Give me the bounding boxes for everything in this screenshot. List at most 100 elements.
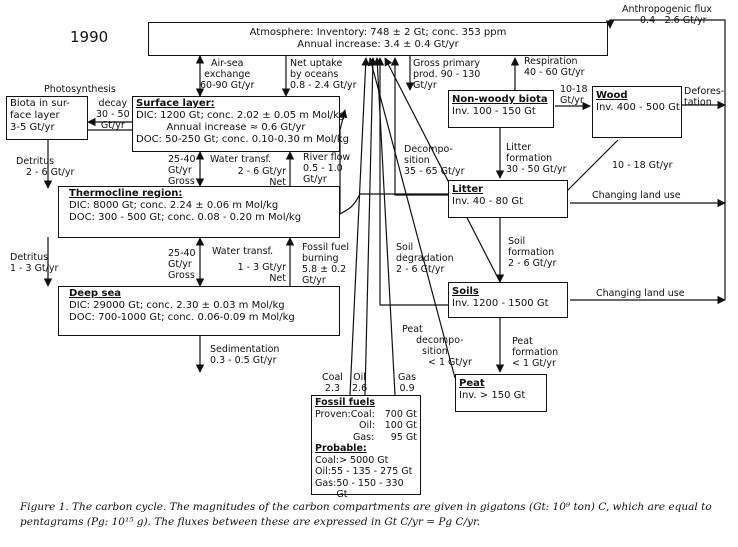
wood-in-label: 10-18 Gt/yr (560, 84, 588, 106)
figure-caption: Figure 1. The carbon cycle. The magnitud… (20, 500, 725, 530)
decomposition-l3: 35 - 65 Gt/yr (404, 166, 465, 177)
soildeg-l2: degradation (396, 253, 454, 264)
deforestation-label: Defores- tation (684, 86, 724, 108)
river-arrow (339, 109, 448, 216)
wood-in-l1: 10-18 (560, 84, 588, 95)
wood-title: Wood (596, 90, 628, 101)
oil-l1: Oil (353, 372, 366, 383)
water1-label: Water transf. (210, 154, 272, 165)
caption-line1: Figure 1. The carbon cycle. The magnitud… (20, 501, 712, 513)
caption-line2: pentagrams (Pg: 10¹⁵ g). The fluxes betw… (20, 516, 481, 528)
wood-inv: Inv. 400 - 500 Gt (596, 102, 680, 113)
soils-box: Soils Inv. 1200 - 1500 Gt (448, 282, 568, 318)
gpp-l2: prod. 90 - 130 (413, 69, 481, 80)
water2-n1: 1 - 3 Gt/yr (237, 262, 286, 273)
uptake-label: Net uptake by oceans 0.8 - 2.4 Gt/yr (290, 58, 357, 91)
thermocline-box: Thermocline region: DIC: 8000 Gt; conc. … (58, 186, 340, 238)
airsea-l2: exchange (204, 69, 251, 80)
water1-n2: Net (269, 177, 286, 188)
peatdecomp-label: Peat decompo- sition < 1 Gt/yr (402, 324, 472, 368)
thermocline-doc: DOC: 300 - 500 Gt; conc. 0.08 - 0.20 m M… (69, 212, 302, 223)
proven-gas-row: Gas: 95 Gt (315, 432, 417, 444)
soil-to-atm-arrow (375, 57, 448, 306)
gas-l1: Gas (398, 372, 417, 383)
fossil-title: Fossil fuels (315, 397, 376, 408)
peatdecomp-l3: sition (422, 346, 448, 357)
peatform-label: Peat formation < 1 Gt/yr (512, 336, 558, 369)
thermocline-dic: DIC: 8000 Gt; conc. 2.24 ± 0.06 m Mol/kg (69, 200, 279, 211)
probable-oil-key: Oil: (315, 466, 331, 477)
oil-l2: 2.6 (352, 383, 368, 394)
wood-in-l2: Gt/yr (560, 95, 584, 106)
peatdecomp-l4: < 1 Gt/yr (428, 357, 472, 368)
fossilburn-l1: Fossil fuel (302, 242, 349, 253)
probable-coal-value: > 5000 Gt (339, 454, 389, 466)
atmosphere-box: Atmosphere: Inventory: 748 ± 2 Gt; conc.… (148, 22, 608, 56)
proven-oil-row: Oil: 100 Gt (315, 420, 417, 432)
soildeg-l3: 2 - 6 Gt/yr (396, 264, 445, 275)
uptake-l2: by oceans (290, 69, 339, 80)
proven-gas-value: 95 Gt (390, 431, 417, 443)
water2-gross-label: 25-40 Gt/yr Gross (168, 248, 196, 281)
peat-box: Peat Inv. > 150 Gt (455, 374, 547, 412)
atmosphere-inventory: Atmosphere: Inventory: 748 ± 2 Gt; conc.… (249, 27, 507, 38)
water2-l1: 25-40 (168, 248, 196, 259)
water1-net-label: 2 - 6 Gt/yr Net (226, 166, 286, 188)
gas-flux-label: Gas 0.9 (398, 372, 416, 394)
peatform-l3: < 1 Gt/yr (512, 358, 556, 369)
anthropogenic-l1: Anthropogenic flux (622, 4, 713, 15)
litterform-label: Litter formation 30 - 50 Gt/yr (506, 142, 566, 175)
soils-inv: Inv. 1200 - 1500 Gt (452, 298, 549, 309)
detritus1-l2: 2 - 6 Gt/yr (26, 167, 75, 178)
gas-arrow (373, 57, 396, 396)
deep-sea-box: Deep sea DIC: 29000 Gt; conc. 2.30 ± 0.0… (58, 286, 340, 336)
proven-oil-key: Oil: (359, 420, 375, 431)
sedimentation-l2: 0.3 - 0.5 Gt/yr (210, 355, 277, 366)
probable-oil-value: 55 - 135 - 275 Gt (330, 466, 413, 477)
litterform-l2: formation (506, 153, 553, 164)
soilform-label: Soil formation 2 - 6 Gt/yr (508, 236, 556, 269)
litter-box: Litter Inv. 40 - 80 Gt (448, 180, 568, 218)
peatdecomp-l2: decompo- (416, 335, 464, 346)
soilform-l2: formation (508, 247, 555, 258)
water1-n1: 2 - 6 Gt/yr (237, 166, 286, 177)
gas-l2: 0.9 (399, 383, 415, 394)
nonwoody-inv: Inv. 100 - 150 Gt (452, 106, 536, 117)
water2-net-label: 1 - 3 Gt/yr Net (226, 262, 286, 284)
decomposition-label: Decompo- sition 35 - 65 Gt/yr (404, 144, 464, 177)
detritus2-l1: Detritus (10, 252, 49, 263)
proven-coal-key: Coal: (350, 408, 375, 420)
respiration-l1: Respiration (524, 56, 578, 67)
detritus1-label: Detritus 2 - 6 Gt/yr (16, 156, 74, 178)
soils-title: Soils (452, 286, 479, 297)
surface-increase: Annual increase ≈ 0.6 Gt/yr (166, 122, 306, 133)
probable-coal-key: Coal: (315, 454, 340, 466)
surface-doc: DOC: 50-250 Gt; conc. 0.10-0.30 m Mol/kg (136, 134, 349, 145)
wood-litter-arrow (559, 139, 619, 199)
airsea-l1: Air-sea (210, 58, 244, 69)
gpp-label: Gross primary prod. 90 - 130 Gt/yr (413, 58, 480, 91)
peatdecomp-arrow (367, 57, 456, 379)
biota-line1: Biota in sur- (10, 98, 70, 109)
decay-l2: 30 - 50 (96, 109, 130, 120)
wood-box: Wood Inv. 400 - 500 Gt (592, 86, 682, 138)
biota-line3: 3-5 Gt/yr (10, 122, 55, 133)
oil-flux-label: Oil 2.6 (352, 372, 367, 394)
water2-label: Water transf. (212, 246, 274, 257)
coal-l1: Coal (322, 372, 343, 383)
litterform-l3: 30 - 50 Gt/yr (506, 164, 567, 175)
decay-label: decay 30 - 50 Gt/yr (96, 98, 130, 131)
biota-box: Biota in sur- face layer 3-5 Gt/yr (6, 96, 88, 140)
probable-gas-row: Gas: 50 - 150 - 330 Gt (315, 478, 417, 501)
water2-n2: Net (269, 273, 286, 284)
proven-coal-value: 700 Gt (384, 408, 417, 420)
water1-l1: 25-40 (168, 154, 196, 165)
deforestation-l1: Defores- (684, 86, 725, 97)
airsea-l3: 60-90 Gt/yr (200, 80, 255, 91)
river-l3: Gt/yr (303, 174, 327, 185)
fossilburn-l4: Gt/yr (302, 275, 326, 286)
nonwoody-biota-box: Non-woody biota Inv. 100 - 150 Gt (448, 90, 554, 128)
soildeg-arrow (384, 57, 501, 283)
